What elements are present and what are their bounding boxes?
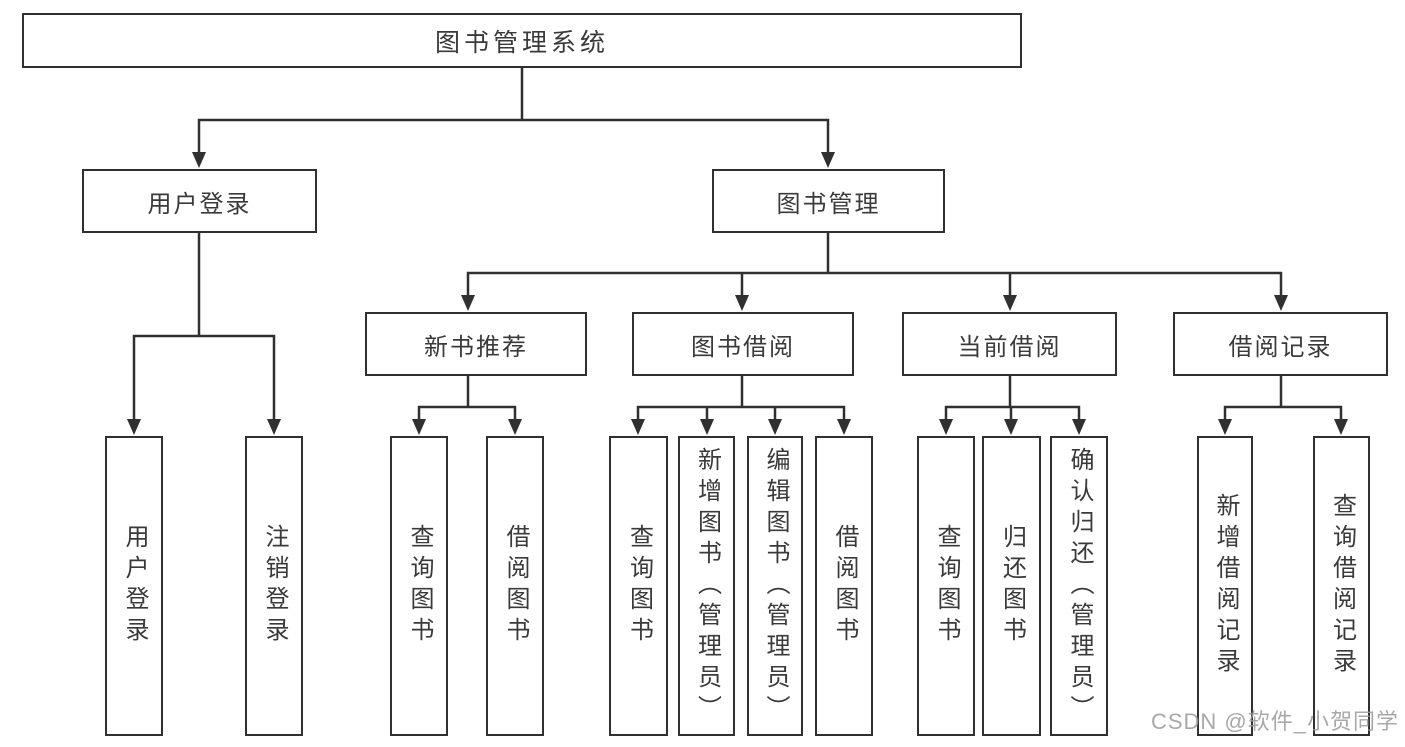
node-new-book-recommend-label: 新书推荐 <box>424 333 528 361</box>
leaf-borrow-books: 借阅图书 <box>815 436 873 736</box>
arrowhead-icon <box>267 419 281 435</box>
leaf-query-books-borrow: 查询图书 <box>609 436 668 736</box>
leaf-query-books-recommend-label: 查询图书 <box>406 524 433 648</box>
leaf-query-borrow-record: 查询借阅记录 <box>1313 436 1370 736</box>
leaf-query-books-borrow-label: 查询图书 <box>625 524 653 648</box>
arrowhead-icon <box>1072 419 1086 435</box>
edges-root <box>192 66 835 168</box>
leaf-logout-label: 注销登录 <box>261 524 288 648</box>
node-current-borrow: 当前借阅 <box>902 312 1117 376</box>
arrowhead-icon <box>127 419 141 435</box>
arrowhead-icon <box>700 419 714 435</box>
arrowhead-icon <box>1218 419 1232 435</box>
node-book-borrow-label: 图书借阅 <box>691 333 795 361</box>
edges-current-borrow <box>939 374 1086 435</box>
arrowhead-icon <box>1003 295 1017 311</box>
edges-book-management <box>461 231 1288 311</box>
arrowhead-icon <box>939 419 953 435</box>
arrowhead-icon <box>631 419 645 435</box>
arrowhead-icon <box>837 419 851 435</box>
leaf-add-book-admin: 新增图书（管理员） <box>678 436 735 736</box>
leaf-user-login-label: 用户登录 <box>121 524 148 648</box>
node-root: 图书管理系统 <box>22 13 1022 68</box>
node-user-login: 用户登录 <box>82 169 317 233</box>
arrowhead-icon <box>412 419 426 435</box>
arrowhead-icon <box>1334 419 1348 435</box>
watermark: CSDN @软件_小贺同学 <box>1150 709 1399 734</box>
leaf-add-borrow-record-label: 新增借阅记录 <box>1212 493 1239 679</box>
arrowhead-icon <box>461 295 475 311</box>
leaf-add-borrow-record: 新增借阅记录 <box>1197 436 1253 736</box>
arrowhead-icon <box>508 419 522 435</box>
leaf-borrow-books-recommend: 借阅图书 <box>486 436 544 736</box>
leaf-return-book: 归还图书 <box>982 436 1041 736</box>
node-borrow-records-label: 借阅记录 <box>1228 333 1333 361</box>
leaf-confirm-return-admin-label: 确认归还（管理员） <box>1066 446 1093 726</box>
edges-borrow-records <box>1218 374 1348 435</box>
node-root-label: 图书管理系统 <box>434 28 609 57</box>
leaf-query-borrow-record-label: 查询借阅记录 <box>1328 493 1356 679</box>
leaf-return-book-label: 归还图书 <box>998 524 1026 648</box>
leaf-add-book-admin-label: 新增图书（管理员） <box>693 446 721 726</box>
edges-new-book-recommend <box>412 374 522 435</box>
leaf-confirm-return-admin: 确认归还（管理员） <box>1050 436 1108 736</box>
leaf-borrow-books-recommend-label: 借阅图书 <box>502 524 529 648</box>
leaf-borrow-books-label: 借阅图书 <box>831 524 858 648</box>
node-book-management-label: 图书管理 <box>776 190 881 218</box>
leaf-edit-book-admin-label: 编辑图书（管理员） <box>762 446 789 726</box>
leaf-edit-book-admin: 编辑图书（管理员） <box>747 436 803 736</box>
arrowhead-icon <box>1274 295 1288 311</box>
edges-book-borrow <box>631 374 851 435</box>
arrowhead-icon <box>821 152 835 168</box>
node-book-borrow: 图书借阅 <box>632 312 854 376</box>
arrowhead-icon <box>768 419 782 435</box>
arrowhead-icon <box>735 295 749 311</box>
leaf-logout: 注销登录 <box>245 436 303 736</box>
leaf-query-books-current: 查询图书 <box>917 436 975 736</box>
arrowhead-icon <box>192 152 206 168</box>
edges-user-login <box>127 231 281 435</box>
node-user-login-label: 用户登录 <box>147 190 252 218</box>
arrowhead-icon <box>1004 419 1018 435</box>
leaf-user-login: 用户登录 <box>105 436 163 736</box>
node-current-borrow-label: 当前借阅 <box>957 333 1062 361</box>
node-new-book-recommend: 新书推荐 <box>365 312 587 376</box>
leaf-query-books-recommend: 查询图书 <box>390 436 448 736</box>
leaf-query-books-current-label: 查询图书 <box>933 524 960 648</box>
node-borrow-records: 借阅记录 <box>1173 312 1388 376</box>
node-book-management: 图书管理 <box>712 169 945 233</box>
